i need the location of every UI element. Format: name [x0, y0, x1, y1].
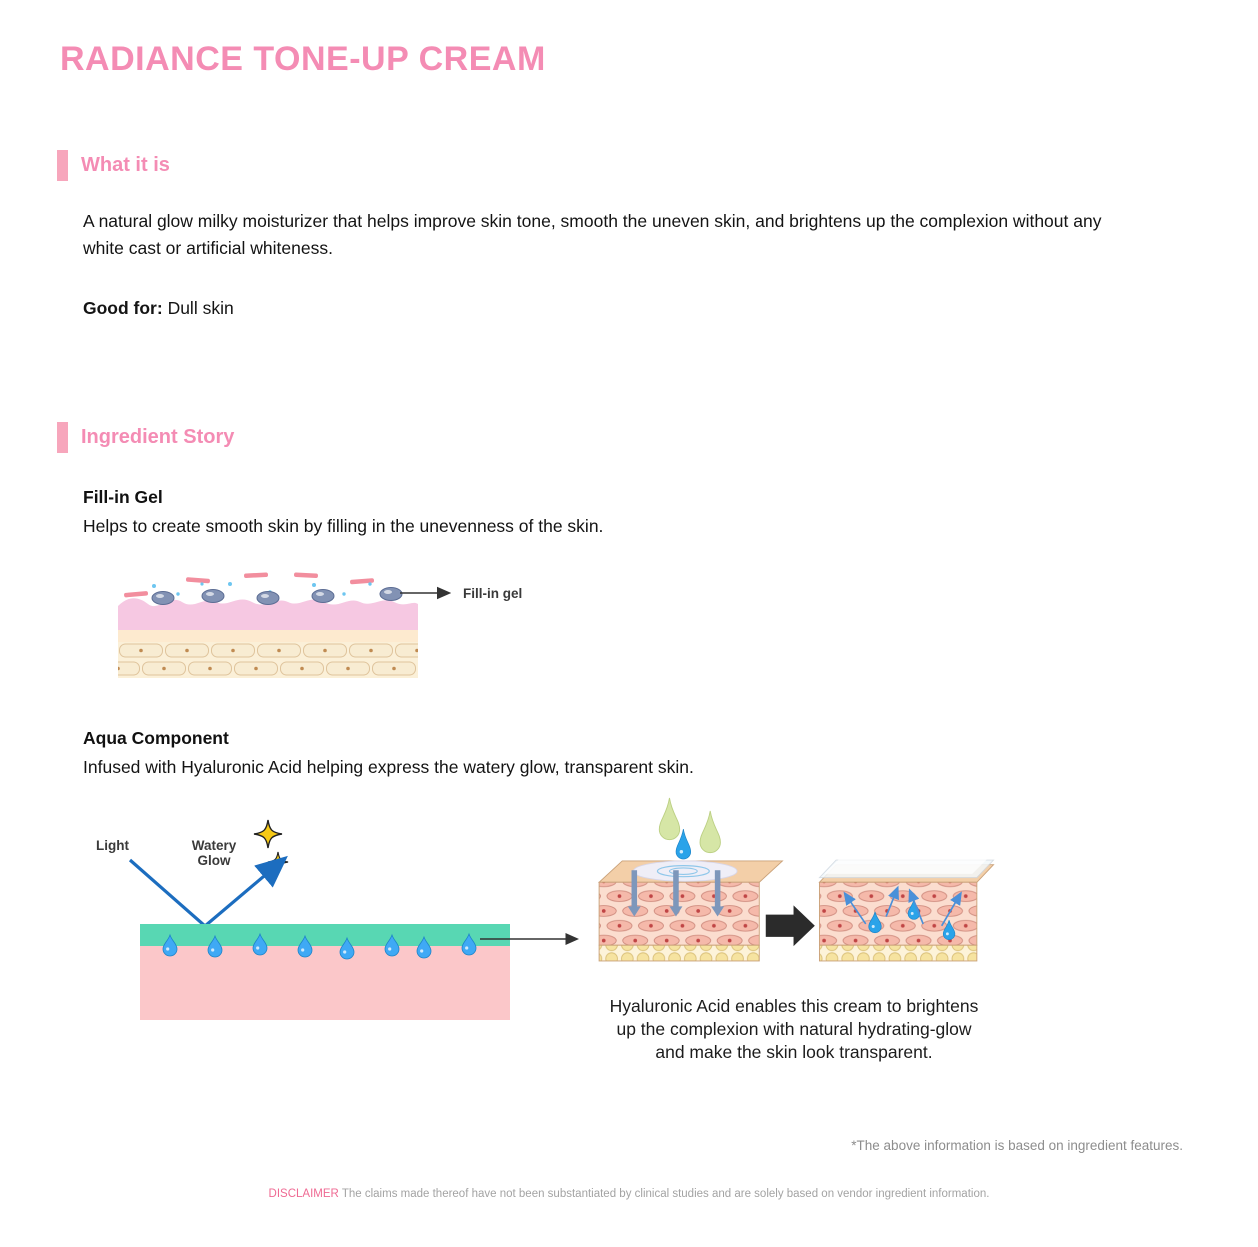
moisture-dots	[152, 582, 372, 596]
section-what-it-is-header: What it is	[57, 150, 170, 181]
transition-arrow	[765, 905, 815, 947]
section-title: What it is	[81, 154, 170, 176]
pink-surface-layer	[118, 598, 418, 630]
disclaimer-text: The claims made thereof have not been su…	[341, 1188, 990, 1200]
section-bar-icon	[57, 422, 68, 453]
middle-skin-band	[118, 630, 418, 642]
section-ingredient-story-header: Ingredient Story	[57, 422, 234, 453]
good-for-line: Good for: Dull skin	[83, 295, 234, 322]
aqua-component-title: Aqua Component	[83, 728, 229, 748]
cream-puddle	[632, 860, 738, 882]
what-it-is-description: A natural glow milky moisturizer that he…	[83, 211, 1102, 259]
absorption-arrows	[627, 870, 725, 917]
light-reflection-arrow	[128, 855, 288, 929]
fill-in-gel-description: Helps to create smooth skin by filling i…	[83, 516, 604, 536]
fill-in-gel-skin-diagram	[118, 572, 418, 678]
teal-surface-layer	[140, 924, 510, 946]
section-title: Ingredient Story	[81, 426, 235, 448]
good-for-label: Good for:	[83, 298, 163, 318]
watery-glow-label: Watery Glow	[191, 838, 237, 868]
fill-in-gel-diagram-label: Fill-in gel	[463, 586, 523, 601]
footer-note: *The above information is based on ingre…	[851, 1138, 1183, 1153]
page-title: RADIANCE TONE-UP CREAM	[60, 40, 546, 78]
inner-drops	[868, 899, 956, 940]
disclaimer-line: DISCLAIMER The claims made thereof have …	[0, 1188, 1258, 1200]
gel-particles	[151, 587, 403, 605]
falling-drops	[658, 797, 721, 860]
pink-skin-block	[140, 946, 510, 1020]
pink-dash-particles	[124, 572, 375, 598]
fill-in-gel-pointer-arrow	[400, 586, 452, 600]
hyaluronic-skin-diagram	[597, 797, 995, 962]
good-for-value: Dull skin	[162, 298, 234, 318]
section-bar-icon	[57, 150, 68, 181]
light-label: Light	[96, 838, 129, 853]
aqua-component-description: Infused with Hyaluronic Acid helping exp…	[83, 757, 694, 777]
hyaluronic-caption: Hyaluronic Acid enables this cream to br…	[609, 996, 979, 1063]
transparency-arrows	[843, 885, 962, 927]
water-drops	[162, 932, 477, 960]
skin-block-before	[597, 860, 784, 962]
fill-in-gel-title: Fill-in Gel	[83, 487, 163, 507]
disclaimer-label: DISCLAIMER	[268, 1188, 339, 1200]
skin-block-after	[818, 858, 995, 962]
connector-arrow	[480, 933, 579, 945]
